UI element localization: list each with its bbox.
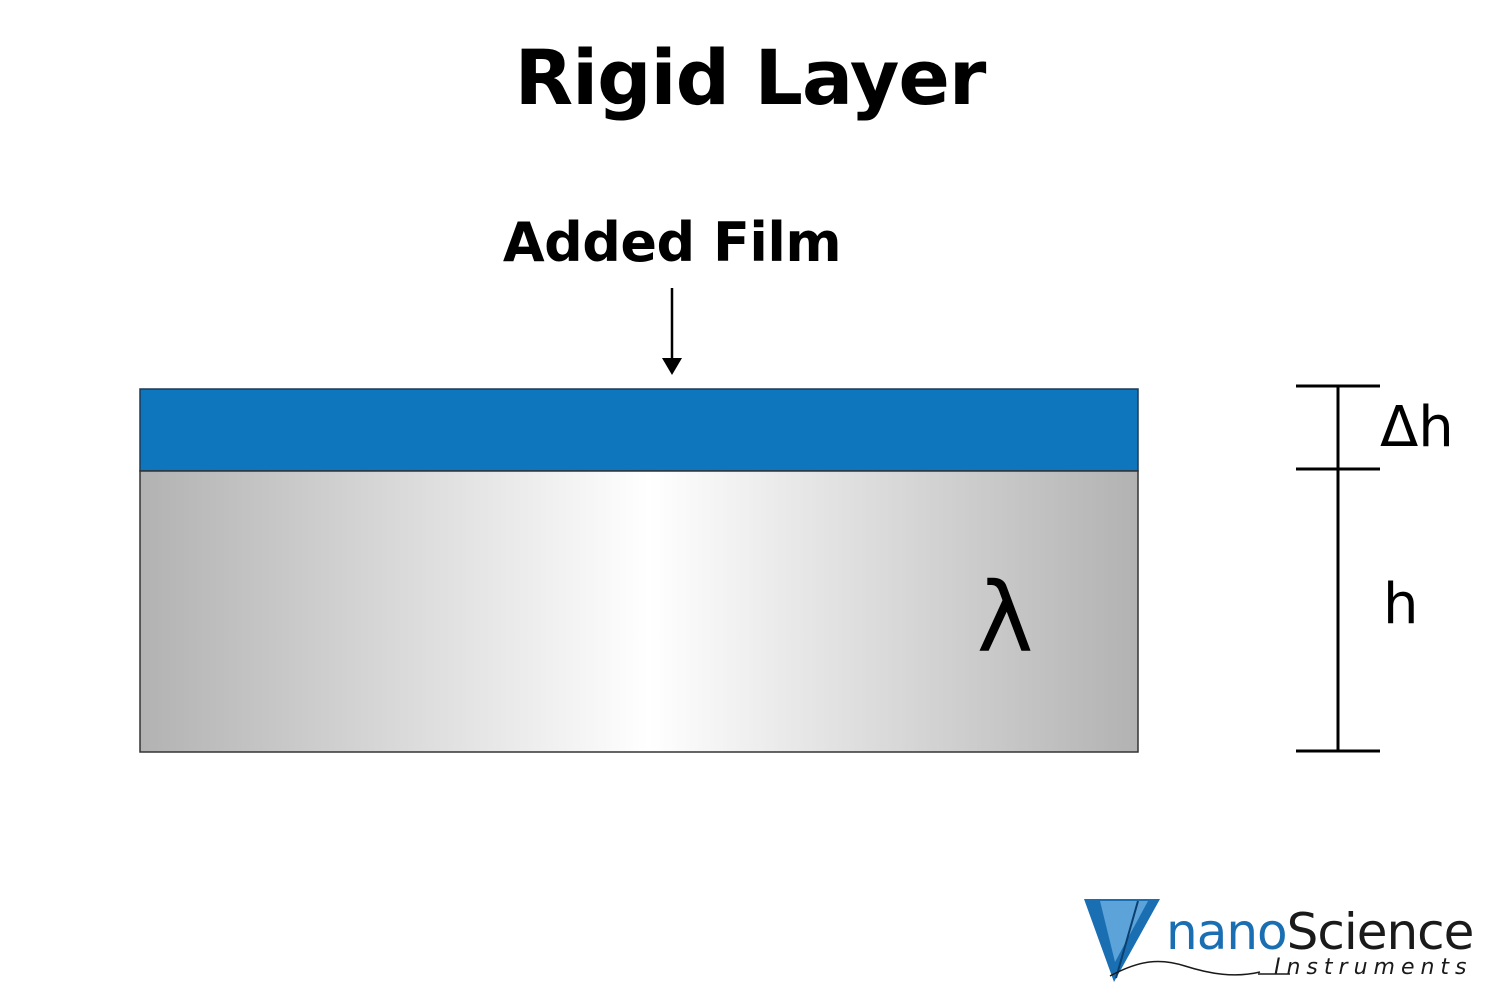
logo-brand-part1: nano bbox=[1166, 903, 1288, 961]
added-film-label: Added Film bbox=[502, 211, 842, 274]
page-title: Rigid Layer bbox=[514, 33, 987, 122]
logo-brand-part2: Science bbox=[1286, 903, 1475, 961]
dimension-marker bbox=[1296, 384, 1380, 753]
substrate-symbol: λ bbox=[976, 562, 1034, 674]
logo-subtitle: Instruments bbox=[1274, 955, 1473, 980]
added-film-layer bbox=[139, 388, 1139, 472]
substrate-layer bbox=[139, 470, 1139, 753]
logo-brand-text: nanoScience bbox=[1166, 900, 1475, 964]
down-arrow-icon bbox=[662, 288, 682, 375]
film-thickness-label: Δh bbox=[1380, 395, 1454, 460]
nanoscience-logo-mark-icon bbox=[1084, 899, 1290, 982]
substrate-thickness-label: h bbox=[1383, 572, 1419, 637]
